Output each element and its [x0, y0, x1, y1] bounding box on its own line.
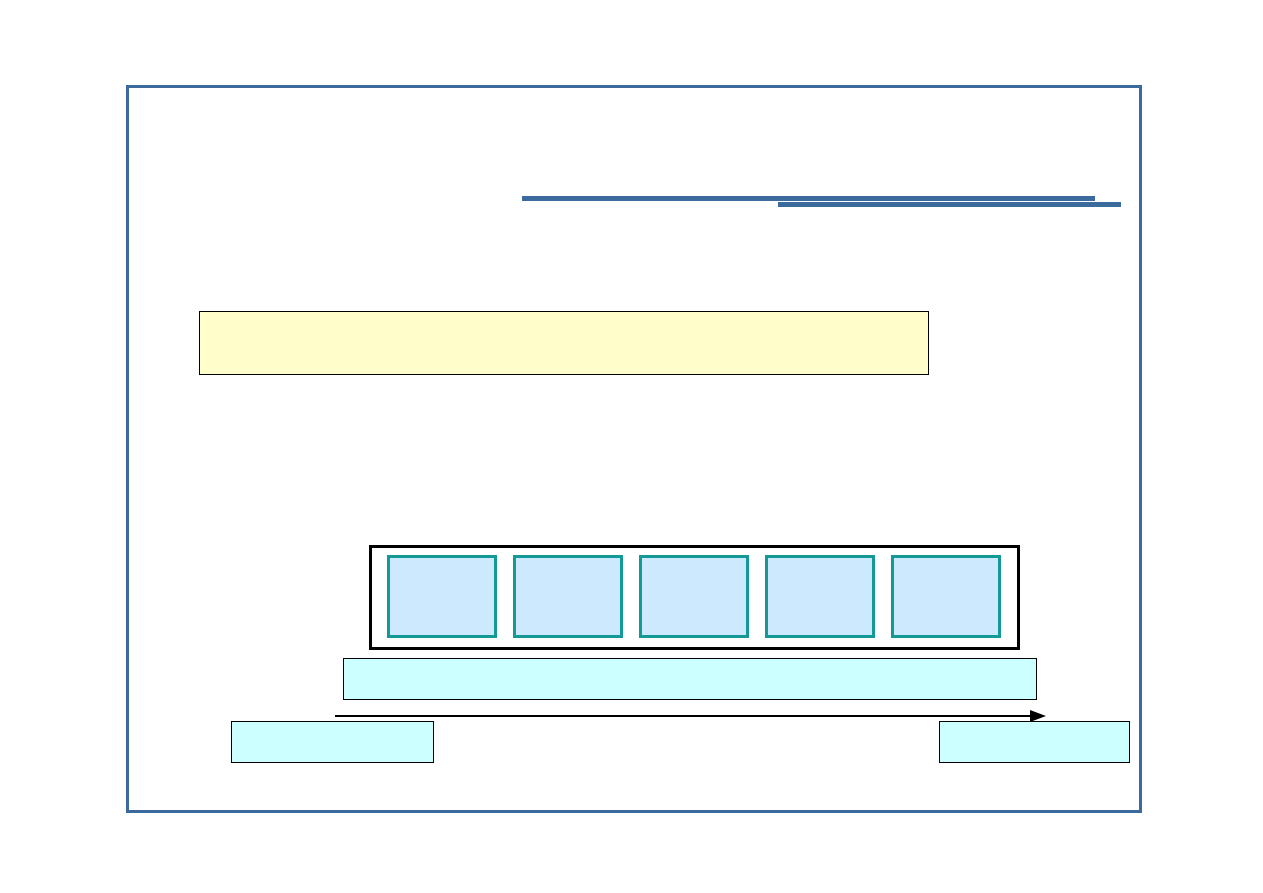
slide-frame: [126, 85, 1142, 813]
cell-2: [513, 555, 623, 638]
cell-container: [369, 545, 1020, 650]
arrow-head: [1030, 710, 1046, 722]
start-box: [231, 721, 434, 763]
title-underline-secondary: [778, 202, 1121, 207]
cell-3: [639, 555, 749, 638]
end-box: [939, 721, 1130, 763]
callout-box: [199, 311, 929, 375]
cell-4: [765, 555, 875, 638]
title-underline-primary: [522, 196, 1095, 201]
cell-5: [891, 555, 1001, 638]
cell-1: [387, 555, 497, 638]
timeline-arrow: [335, 710, 1046, 722]
base-band: [343, 658, 1037, 700]
